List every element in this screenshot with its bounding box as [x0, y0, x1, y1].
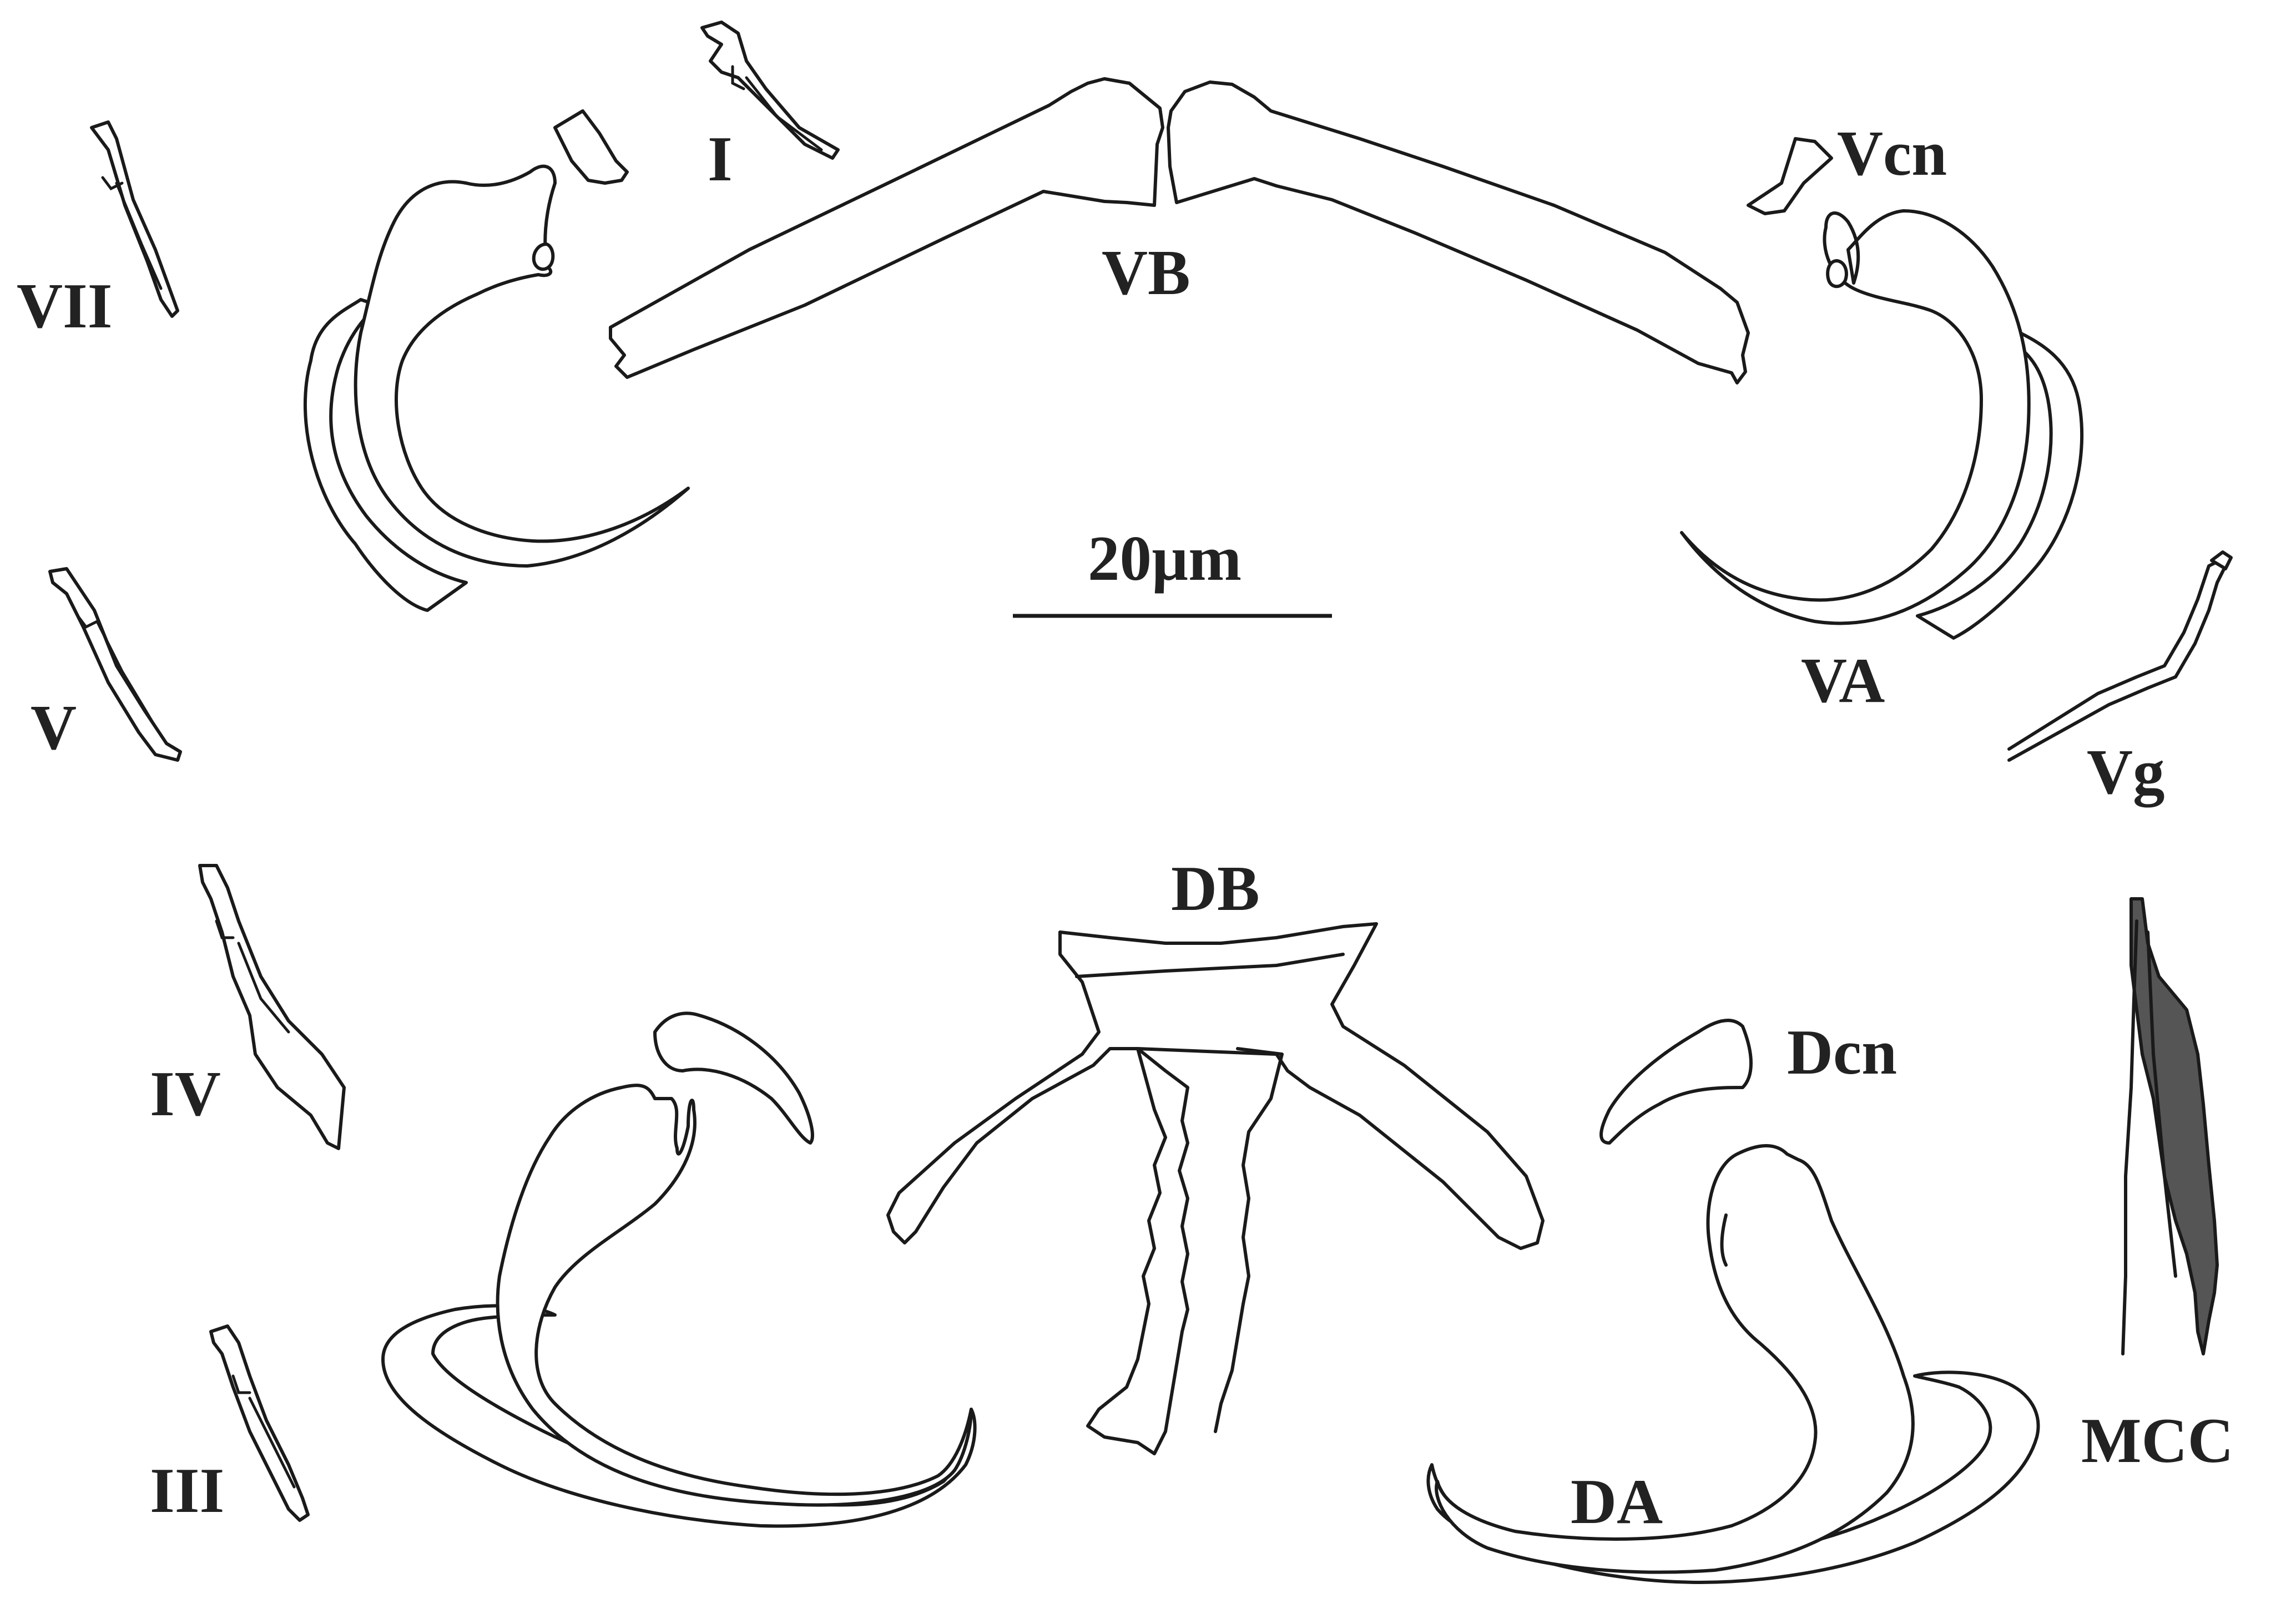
label-db: DB	[1171, 853, 1260, 924]
label-iii: III	[150, 1455, 224, 1526]
label-v: V	[31, 692, 77, 763]
dorsal-anchor-right	[1426, 1019, 2040, 1584]
label-da: DA	[1571, 1466, 1663, 1537]
dorsal-bar-stem	[1086, 1047, 1284, 1455]
vagina	[2007, 550, 2233, 762]
label-iv: IV	[150, 1059, 221, 1129]
marginal-hook-v	[48, 567, 182, 762]
marginal-hook-i	[700, 21, 840, 160]
ventral-bar-left	[609, 77, 1164, 379]
label-i: I	[708, 124, 733, 194]
label-dcn: Dcn	[1787, 1017, 1897, 1087]
ventral-anchor-right	[1680, 137, 2084, 640]
label-vcn: Vcn	[1837, 118, 1947, 189]
label-vg: Vg	[2087, 737, 2165, 807]
label-mcc: MCC	[2081, 1405, 2234, 1476]
label-va: VA	[1801, 645, 1885, 716]
label-scale: 20µm	[1088, 523, 1242, 594]
ventral-anchor-left	[304, 109, 690, 612]
label-vb: VB	[1102, 237, 1190, 308]
marginal-hook-vii	[90, 120, 179, 318]
marginal-hook-iv	[198, 864, 346, 1150]
marginal-hook-iii	[209, 1324, 310, 1522]
male-copulatory-complex	[2121, 897, 2219, 1355]
dorsal-bar	[886, 922, 1545, 1250]
label-vii: VII	[17, 271, 113, 341]
dorsal-anchor-left	[381, 1011, 977, 1528]
ventral-bar-right	[1167, 80, 1750, 385]
